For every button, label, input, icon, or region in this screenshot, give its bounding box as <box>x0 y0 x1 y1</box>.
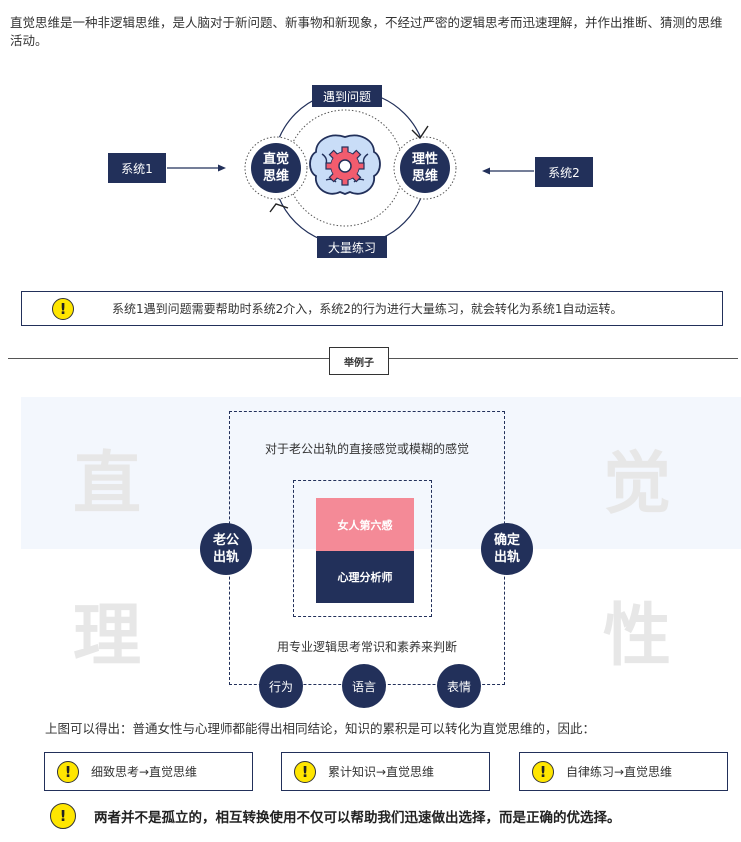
tip-box: ! 系统1遇到问题需要帮助时系统2介入，系统2的行为进行大量练习，就会转化为系统… <box>21 291 723 326</box>
top-label: 遇到问题 <box>312 85 382 107</box>
psychologist-box: 心理分析师 <box>316 551 414 603</box>
womans-intuition-box: 女人第六感 <box>316 498 414 551</box>
brain-gear-icon <box>309 134 381 195</box>
example-bottom-text: 用专业逻辑思考常识和素养来判断 <box>276 640 457 654</box>
warning-icon: ! <box>52 297 74 320</box>
system2-label: 系统2 <box>535 157 593 187</box>
tip-card-text: 细致思考→直觉思维 <box>91 765 198 779</box>
bg-char-xing: 性 <box>602 597 671 676</box>
example-top-text: 对于老公出轨的直接感觉或模糊的感觉 <box>264 442 469 456</box>
inner-dashed-box <box>293 480 432 617</box>
warning-icon: ! <box>50 803 76 829</box>
tip-text: 系统1遇到问题需要帮助时系统2介入，系统2的行为进行大量练习，就会转化为系统1自… <box>112 302 623 316</box>
confirmed-cheating-circle: 确定 出轨 <box>481 523 533 575</box>
warning-icon: ! <box>294 760 316 783</box>
tip-card-3: ! 自律练习→直觉思维 <box>519 752 728 791</box>
husband-cheating-circle: 老公 出轨 <box>200 523 252 575</box>
intro-text: 直觉思维是一种非逻辑思维，是人脑对于新问题、新事物和新现象，不经过严密的逻辑思考… <box>10 15 723 48</box>
tip-card-text: 自律练习→直觉思维 <box>566 765 673 779</box>
cycle-diagram: 遇到问题 大量练习 直觉 思维 理性 思维 系统1 系统2 <box>0 80 741 270</box>
intuitive-thinking-circle: 直觉 思维 <box>251 143 301 193</box>
warning-icon: ! <box>532 760 554 783</box>
tip-card-1: ! 细致思考→直觉思维 <box>44 752 253 791</box>
behavior-circle: 行为 <box>259 664 303 708</box>
rational-thinking-circle: 理性 思维 <box>400 143 450 193</box>
system1-label: 系统1 <box>108 153 166 183</box>
conclusion-text: 上图可以得出：普通女性与心理师都能得出相同结论，知识的累积是可以转化为直觉思维的… <box>45 721 596 736</box>
bg-char-jue: 觉 <box>602 445 671 524</box>
bottom-label: 大量练习 <box>317 236 387 258</box>
final-note-row: ! 两者并不是孤立的，相互转换使用不仅可以帮助我们迅速做出选择，而是正确的优选择… <box>50 803 740 829</box>
bg-char-li: 理 <box>72 597 141 676</box>
language-circle: 语言 <box>342 664 386 708</box>
tip-card-2: ! 累计知识→直觉思维 <box>281 752 490 791</box>
example-tag: 举例子 <box>329 347 389 375</box>
bg-char-zhi: 直 <box>72 445 141 524</box>
final-note-text: 两者并不是孤立的，相互转换使用不仅可以帮助我们迅速做出选择，而是正确的优选择。 <box>94 810 621 826</box>
expression-circle: 表情 <box>437 664 481 708</box>
warning-icon: ! <box>57 760 79 783</box>
tip-card-text: 累计知识→直觉思维 <box>328 765 435 779</box>
